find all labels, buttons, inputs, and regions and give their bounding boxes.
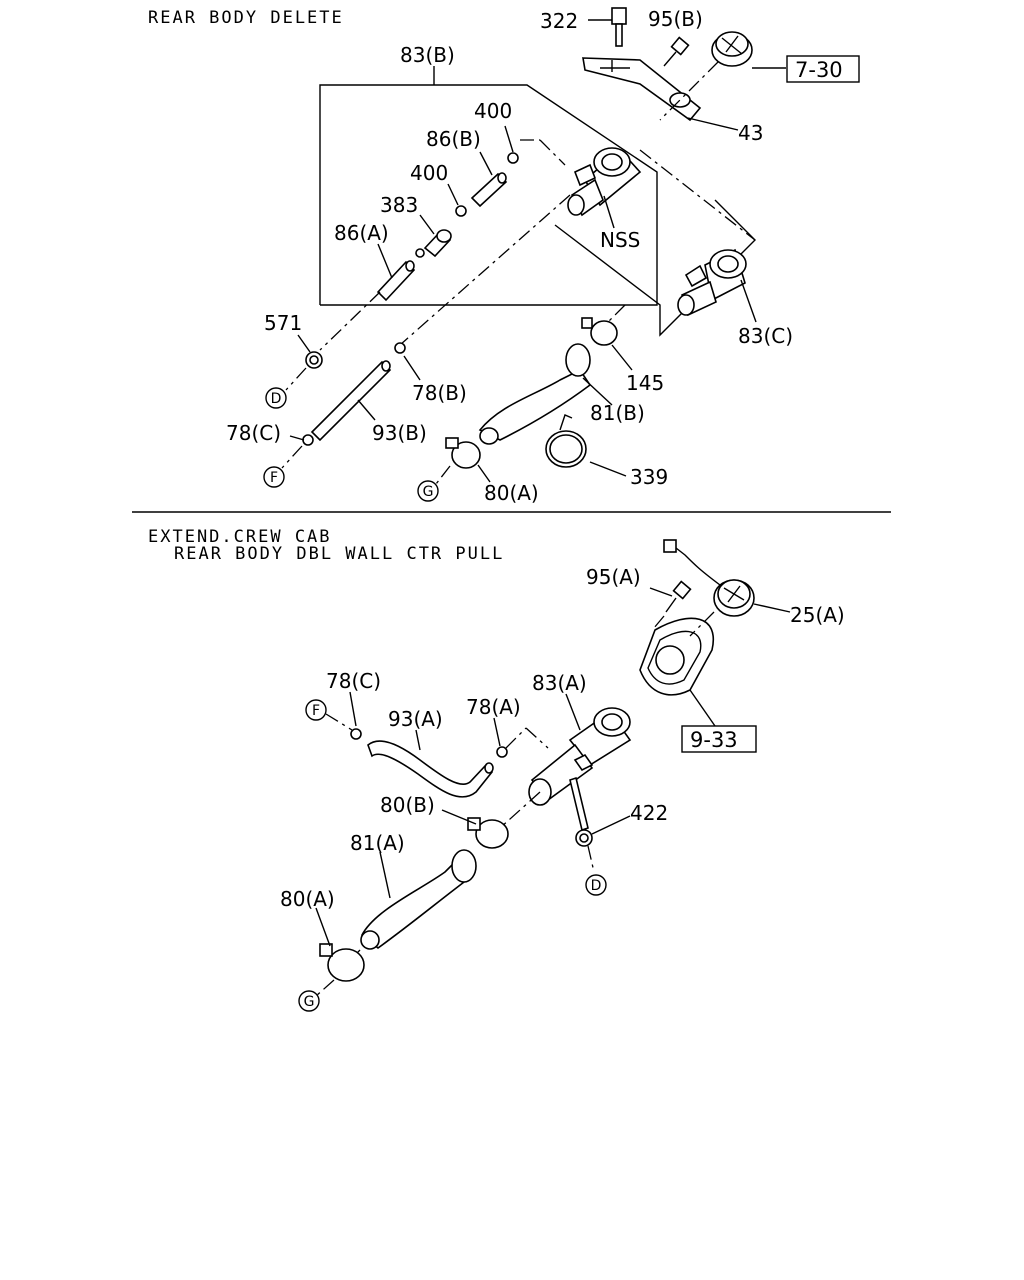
label-145: 145: [626, 371, 664, 395]
label-83c: 83(C): [738, 324, 793, 348]
tube-93b: [310, 360, 392, 442]
filler-neck-83c: [677, 248, 747, 317]
label-86a: 86(A): [334, 221, 389, 245]
label-80a-bottom: 80(A): [280, 887, 335, 911]
clamp-80a-top: [445, 437, 481, 469]
clip-400-b: [455, 205, 467, 217]
clip-78a: [496, 746, 508, 758]
label-400-upper: 400: [474, 99, 512, 123]
label-95b: 95(B): [648, 7, 703, 31]
label-80b: 80(B): [380, 793, 435, 817]
circle-d-top: [265, 387, 287, 409]
label-93b: 93(B): [372, 421, 427, 445]
circle-g-top: [417, 480, 439, 502]
label-86b: 86(B): [426, 127, 481, 151]
hose-93a: [367, 740, 494, 798]
vent-tube: [569, 776, 589, 832]
hose-81a: [360, 849, 477, 950]
section-title-rear-body-delete: REAR BODY DELETE: [148, 8, 344, 28]
clamp-80a-bottom: [319, 943, 365, 982]
ref-9-33: 9-33: [690, 728, 738, 752]
label-422: 422: [630, 801, 668, 825]
label-383: 383: [380, 193, 418, 217]
circle-g-bottom: [298, 990, 320, 1012]
label-78a: 78(A): [466, 695, 521, 719]
ref-box-7-30: [786, 55, 860, 83]
label-83b: 83(B): [400, 43, 455, 67]
label-78b: 78(B): [412, 381, 467, 405]
clamp-145: [581, 317, 618, 346]
circle-g-top-label: G: [423, 484, 434, 500]
clip-400-a: [507, 152, 519, 164]
label-81b: 81(B): [590, 401, 645, 425]
label-83a: 83(A): [532, 671, 587, 695]
label-nss: NSS: [600, 228, 640, 252]
fill-housing-9-33: [639, 617, 715, 696]
clip-78b: [394, 342, 406, 354]
section-title-extend-crew-cab: EXTEND.CREW CAB: [148, 527, 332, 547]
label-400-lower: 400: [410, 161, 448, 185]
label-81a: 81(A): [350, 831, 405, 855]
valve-383: [415, 229, 452, 258]
clamp-80b: [467, 817, 509, 849]
nut-571: [305, 351, 323, 369]
filler-neck-83a: [528, 707, 632, 806]
bolt-95a: [665, 580, 692, 613]
circle-d-top-label: D: [271, 391, 282, 407]
circle-f-bottom-label: F: [312, 703, 320, 719]
section-title-dbl-wall: REAR BODY DBL WALL CTR PULL: [174, 544, 505, 564]
nss-outline: [554, 199, 756, 337]
hose-86a: [376, 260, 416, 302]
label-322: 322: [540, 9, 578, 33]
filler-neck-nss: [567, 147, 642, 217]
clip-78c: [302, 434, 314, 446]
bracket-43: [582, 57, 702, 122]
circle-d-bottom-label: D: [591, 878, 602, 894]
label-25a: 25(A): [790, 603, 845, 627]
bolt-95b: [663, 36, 690, 67]
ref-box-9-33: [681, 725, 757, 753]
circle-f-bottom: [305, 699, 327, 721]
label-339: 339: [630, 465, 668, 489]
circle-g-bottom-label: G: [304, 994, 315, 1010]
circle-f-top: [263, 466, 285, 488]
label-80a-top: 80(A): [484, 481, 539, 505]
bolt-322: [611, 7, 627, 47]
ref-7-30: 7-30: [795, 58, 843, 82]
clip-78c-bottom: [350, 728, 362, 740]
hose-81b: [478, 343, 592, 445]
assembly-outline-83b: [319, 84, 658, 306]
clamp-339: [545, 414, 587, 468]
label-78c: 78(C): [226, 421, 281, 445]
circle-f-top-label: F: [270, 470, 278, 486]
fuel-cap-7-30: [711, 31, 753, 67]
hose-86b: [470, 172, 508, 208]
label-95a: 95(A): [586, 565, 641, 589]
circle-d-bottom: [585, 874, 607, 896]
label-78c-bottom: 78(C): [326, 669, 381, 693]
fuel-cap-25a: [663, 539, 755, 617]
nut-422: [575, 829, 593, 847]
label-93a: 93(A): [388, 707, 443, 731]
label-43: 43: [738, 121, 763, 145]
label-571: 571: [264, 311, 302, 335]
